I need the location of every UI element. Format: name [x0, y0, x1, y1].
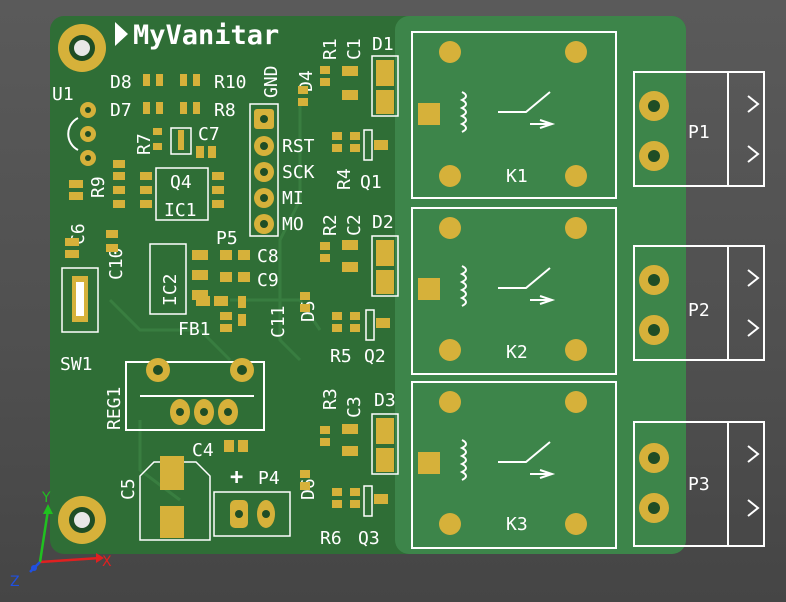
sw1-outline [61, 267, 99, 333]
board-right-overlay [395, 16, 686, 554]
header-p5-outline [249, 103, 279, 237]
label-r1: R1 [320, 38, 341, 60]
label-r7: R7 [134, 133, 155, 155]
label-r2: R2 [320, 214, 341, 236]
axis-label-x: X [102, 554, 112, 570]
label-d3: D3 [374, 390, 396, 411]
label-sw1: SW1 [60, 354, 93, 375]
label-p3: P3 [688, 474, 710, 495]
label-ic1: IC1 [164, 200, 197, 221]
label-r6: R6 [320, 528, 342, 549]
label-mi: MI [282, 188, 304, 209]
axis-label-z: Z [10, 574, 20, 590]
label-sck: SCK [282, 162, 315, 183]
terminal-p1 [633, 71, 765, 187]
label-q4: Q4 [170, 172, 192, 193]
label-ic2: IC2 [160, 273, 181, 306]
label-plus: + [230, 465, 243, 490]
label-c4: C4 [192, 440, 214, 461]
u1-outline [67, 117, 79, 151]
label-q1: Q1 [360, 172, 382, 193]
label-q2: Q2 [364, 346, 386, 367]
relay-k3 [411, 381, 617, 549]
label-u1: U1 [52, 84, 74, 105]
label-c8: C8 [257, 246, 279, 267]
ic1-outline [155, 167, 209, 221]
mounting-hole-bottom [58, 496, 106, 544]
axis-gizmo [29, 504, 104, 573]
label-p2: P2 [688, 300, 710, 321]
label-rst: RST [282, 136, 315, 157]
label-c7: C7 [198, 124, 220, 145]
label-d7: D7 [110, 100, 132, 121]
label-c5: C5 [118, 478, 139, 500]
label-c10: C10 [106, 247, 127, 280]
label-c3: C3 [344, 396, 365, 418]
label-k1: K1 [506, 166, 528, 187]
label-reg1: REG1 [104, 387, 125, 430]
label-r4: R4 [334, 168, 355, 190]
label-d8: D8 [110, 72, 132, 93]
label-d2: D2 [372, 212, 394, 233]
smd-pads-d8-r10 [143, 74, 200, 114]
title-arrow-icon [115, 22, 128, 46]
relay-k1 [411, 31, 617, 199]
label-c1: C1 [344, 38, 365, 60]
label-d1: D1 [372, 34, 394, 55]
label-c2: C2 [344, 214, 365, 236]
label-p1: P1 [688, 122, 710, 143]
smd-pads-c6-c10 [65, 230, 118, 258]
mounting-hole-top [58, 24, 106, 72]
label-r9: R9 [88, 176, 109, 198]
c5-outline [139, 461, 211, 541]
ic1-pads [140, 172, 224, 208]
label-mo: MO [282, 214, 304, 235]
label-p4: P4 [258, 468, 280, 489]
terminal-p2 [633, 245, 765, 361]
label-r10: R10 [214, 72, 247, 93]
ic2-pads [192, 250, 250, 326]
label-c9: C9 [257, 270, 279, 291]
label-q3: Q3 [358, 528, 380, 549]
p4-outline [213, 491, 291, 537]
smd-pads-r7-c7 [153, 128, 216, 158]
label-r8: R8 [214, 100, 236, 121]
label-fb1: FB1 [178, 319, 211, 340]
label-p5: P5 [216, 228, 238, 249]
label-k2: K2 [506, 342, 528, 363]
ic2-outline [149, 243, 187, 315]
label-k3: K3 [506, 514, 528, 535]
smd-pads-r9 [69, 160, 125, 208]
label-r3: R3 [320, 388, 341, 410]
label-r5: R5 [330, 346, 352, 367]
label-c11: C11 [268, 305, 289, 338]
terminal-p3 [633, 421, 765, 547]
label-gnd: GND [261, 65, 282, 98]
relay-k2 [411, 207, 617, 375]
reg1-outline [125, 361, 265, 431]
axis-label-y: Y [41, 490, 51, 506]
board-title: MyVanitar [133, 20, 279, 51]
